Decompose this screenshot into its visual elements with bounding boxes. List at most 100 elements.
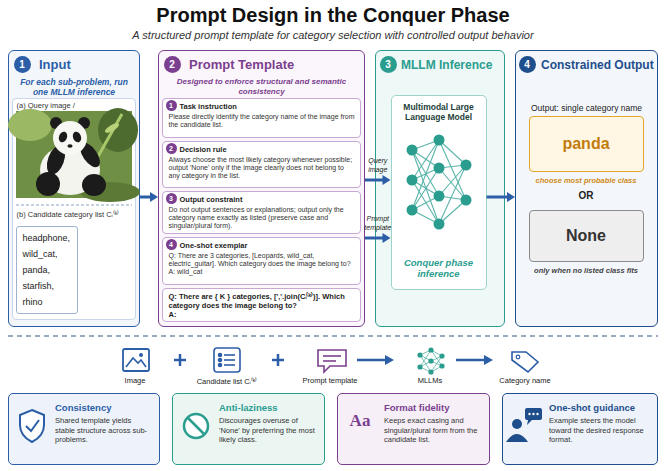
prompt-icon xyxy=(318,350,346,372)
network-node xyxy=(407,205,418,216)
stage-panel: InputFor each sub-problem, run one MLLM … xyxy=(8,50,140,327)
arrow-shaft xyxy=(357,359,386,362)
tag-shape xyxy=(512,352,538,372)
network-node xyxy=(439,353,444,358)
panda-leg xyxy=(36,172,60,196)
node-heading: (a) Query image / xyxy=(17,101,75,110)
list-icon xyxy=(214,348,240,372)
network-link xyxy=(431,356,442,372)
icon-frame xyxy=(123,349,149,371)
step-number: 2 xyxy=(166,143,177,154)
node-text: Please directly identify the category na… xyxy=(169,113,355,130)
section-separator xyxy=(8,335,658,337)
network-node xyxy=(439,363,444,368)
flow-connector xyxy=(140,192,158,202)
node-heading: panda xyxy=(530,117,643,170)
stage-panel: MLLM Inference3Multimodal Large Language… xyxy=(375,50,505,327)
step-badge: 4 xyxy=(519,56,536,73)
arrow-head xyxy=(507,192,515,202)
image-icon xyxy=(123,349,149,371)
node-text: Designed to enforce structural and seman… xyxy=(169,77,354,97)
chat-dot xyxy=(528,413,530,415)
plus-bar xyxy=(272,359,284,362)
shield-shape xyxy=(20,410,44,442)
candidate-list: headphone, wild_cat, panda, starfish, rh… xyxy=(16,226,78,314)
chat-dot xyxy=(536,413,538,415)
network-link xyxy=(439,140,466,165)
step-badge: 3 xyxy=(380,56,397,73)
node-text: Discourages overuse of 'None' by preferr… xyxy=(219,416,318,445)
connector-line xyxy=(487,196,509,199)
plus-bar xyxy=(179,354,182,366)
foliage xyxy=(98,108,138,152)
network-link xyxy=(420,350,431,355)
step-number: 2 xyxy=(164,56,181,73)
connector-line xyxy=(140,196,151,199)
check-mark xyxy=(26,420,39,431)
flow-connector xyxy=(365,233,391,243)
edge-label: Query image xyxy=(361,157,395,174)
node-heading: Prompt Template xyxy=(159,51,364,73)
network-icon xyxy=(407,135,472,230)
connector-line xyxy=(365,179,384,182)
network-link xyxy=(412,140,439,210)
icon-sun xyxy=(139,353,143,357)
panda-arm xyxy=(76,140,104,171)
panda-photo xyxy=(8,108,140,202)
panda-body xyxy=(40,145,100,195)
foliage xyxy=(8,109,52,141)
network-link xyxy=(439,165,466,224)
network-link xyxy=(439,165,466,168)
network-link xyxy=(420,361,431,367)
node-text: A: wild_cat xyxy=(169,268,355,276)
icon-label: Image xyxy=(100,376,170,385)
node-text: Do not output sentences or explanations;… xyxy=(169,206,355,231)
node-heading: headphone, wild_cat, panda, starfish, rh… xyxy=(23,230,73,310)
step-badge: 1 xyxy=(166,100,177,111)
node-text: For each sub-problem, run one MLLM infer… xyxy=(15,77,133,97)
node-text: (b) Candidate category list Cᵢ⁽ᵏ⁾ xyxy=(17,210,133,219)
node-heading: Output constraint xyxy=(163,192,360,204)
feature-card: One-shot guidanceExample steers the mode… xyxy=(502,393,658,465)
node-heading: Multimodal Large Language Model xyxy=(396,102,482,122)
no-entry-slash xyxy=(188,418,204,434)
guidance-icon xyxy=(506,408,542,442)
panda-leg xyxy=(82,174,106,196)
diagram-title: Prompt Design in the Conquer Phase xyxy=(0,4,666,27)
network-link xyxy=(412,210,439,224)
person-head xyxy=(512,419,522,429)
foliage xyxy=(80,182,140,202)
photo-background xyxy=(16,111,132,198)
node-heading: Anti-laziness xyxy=(173,394,324,413)
flow-arrow xyxy=(357,355,394,365)
network-node xyxy=(434,135,445,146)
network-node xyxy=(428,369,433,374)
network-link xyxy=(439,140,466,200)
node-heading: One-shot guidance xyxy=(503,394,657,413)
network-link xyxy=(412,150,439,168)
network-link xyxy=(412,150,439,196)
bubble-line xyxy=(323,355,341,357)
chat-dot xyxy=(532,413,534,415)
feature-card: ConsistencyShared template yields stable… xyxy=(8,393,160,465)
network-link xyxy=(431,350,442,366)
network-node xyxy=(434,163,445,174)
list-bullet xyxy=(219,364,222,367)
output-box: Noneonly when no listed class fits xyxy=(529,210,644,262)
node-heading: Format fidelity xyxy=(338,394,489,413)
icon-label: Prompt template xyxy=(290,376,370,385)
network-link xyxy=(439,168,466,200)
no-entry-icon xyxy=(184,414,208,438)
step-badge: 2 xyxy=(164,56,181,73)
tag-hole xyxy=(516,355,520,359)
panda-arm xyxy=(43,143,68,177)
list-line xyxy=(224,359,235,361)
panda-eye-patch xyxy=(57,130,68,143)
network-link xyxy=(420,355,431,372)
shield-icon xyxy=(20,410,44,442)
network-link xyxy=(420,355,431,361)
arrow-head xyxy=(484,355,493,365)
tag-icon xyxy=(512,352,538,372)
